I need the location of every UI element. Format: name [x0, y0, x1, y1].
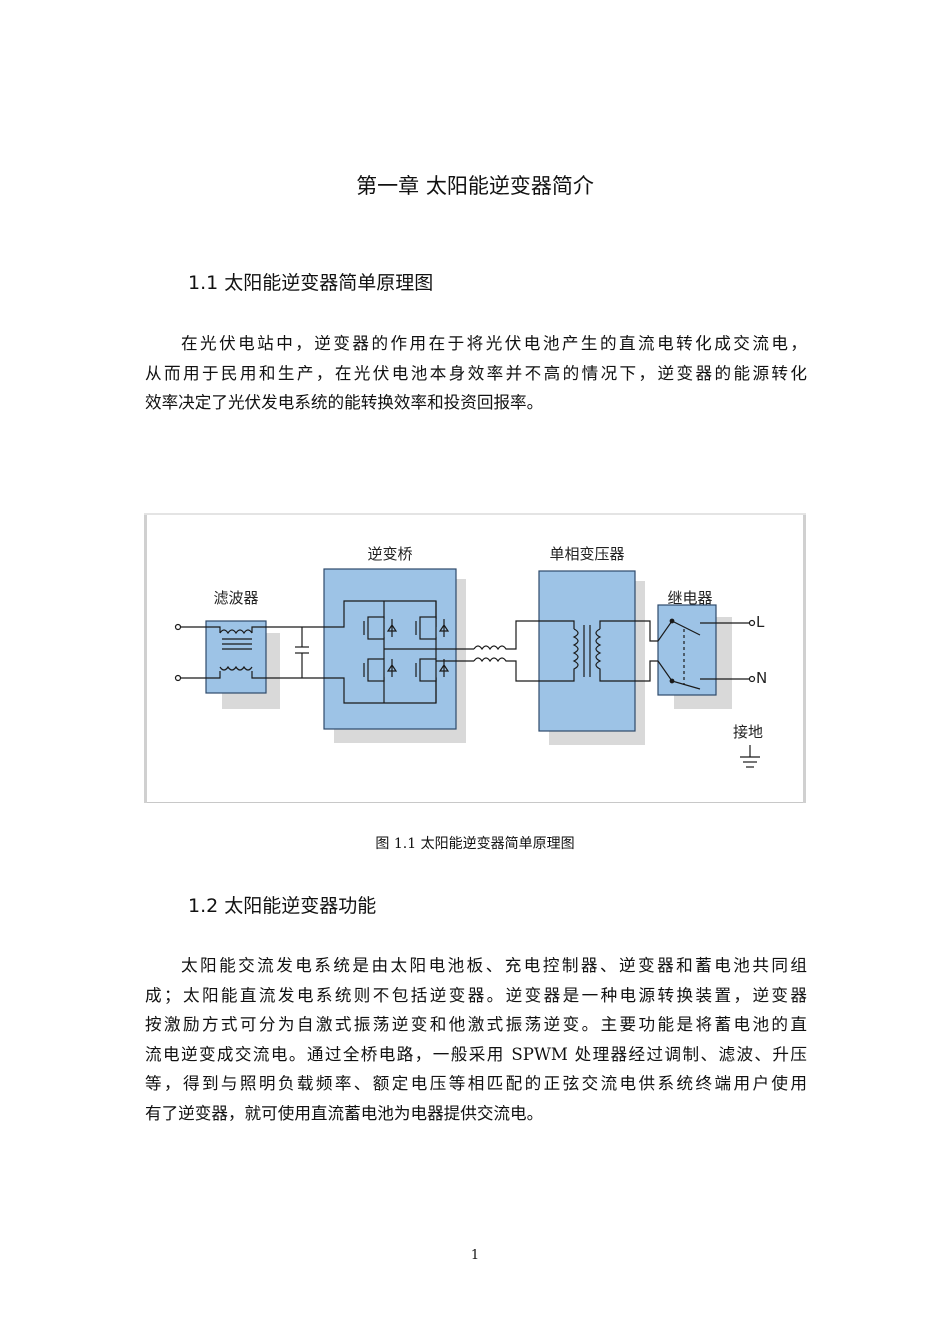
figure-caption: 图 1.1 太阳能逆变器简单原理图 — [375, 836, 575, 852]
section-title-1-2: 1.2 太阳能逆变器功能 — [188, 895, 377, 917]
output-l-label: L — [756, 613, 765, 631]
output-n-label: N — [756, 669, 767, 687]
paragraph-line: 效率决定了光伏发电系统的能转换效率和投资回报率。 — [145, 393, 544, 412]
paragraph-line: 在光伏电站中，逆变器的作用在于将光伏电池产生的直流电转化成交流电， — [181, 334, 807, 353]
transformer-label: 单相变压器 — [549, 545, 624, 563]
filter-block — [205, 620, 267, 694]
chapter-title: 第一章 太阳能逆变器简介 — [356, 174, 594, 198]
paragraph-line: 成；太阳能直流发电系统则不包括逆变器。逆变器是一种电源转换装置，逆变器 — [145, 985, 807, 1005]
relay-label: 继电器 — [667, 589, 712, 607]
output-terminal-n — [748, 675, 756, 683]
bridge-label: 逆变桥 — [367, 545, 412, 563]
inverter-schematic-figure: 滤波器 逆变桥 单相变压器 继电器 接地 L N — [144, 513, 806, 803]
input-terminal-top — [174, 623, 182, 631]
transformer-block — [538, 570, 636, 732]
ground-label: 接地 — [733, 723, 763, 741]
page-number: 1 — [470, 1248, 480, 1263]
paragraph-line: 从而用于民用和生产，在光伏电池本身效率并不高的情况下，逆变器的能源转化 — [145, 363, 807, 383]
paragraph-line: 有了逆变器，就可使用直流蓄电池为电器提供交流电。 — [145, 1103, 544, 1123]
paragraph-line: 流电逆变成交流电。通过全桥电路，一般采用 SPWM 处理器经过调制、滤波、升压 — [145, 1044, 807, 1064]
paragraph-line: 太阳能交流发电系统是由太阳电池板、充电控制器、逆变器和蓄电池共同组 — [181, 956, 807, 975]
output-terminal-l — [748, 619, 756, 627]
schematic-wires — [174, 600, 760, 768]
paragraph-line: 按激励方式可分为自激式振荡逆变和他激式振荡逆变。主要功能是将蓄电池的直 — [145, 1015, 807, 1034]
paragraph-intro: 在光伏电站中，逆变器的作用在于将光伏电池产生的直流电转化成交流电， 从而用于民用… — [145, 329, 807, 418]
inverter-schematic: 滤波器 逆变桥 单相变压器 继电器 接地 L N — [144, 513, 806, 803]
filter-label: 滤波器 — [213, 589, 258, 607]
section-title-1-1: 1.1 太阳能逆变器简单原理图 — [188, 272, 434, 294]
paragraph-function: 太阳能交流发电系统是由太阳电池板、充电控制器、逆变器和蓄电池共同组 成；太阳能直… — [145, 951, 807, 1128]
input-terminal-bottom — [174, 674, 182, 682]
paragraph-line: 等，得到与照明负载频率、额定电压等相匹配的正弦交流电供系统终端用户使用 — [145, 1074, 807, 1093]
relay-block — [657, 604, 717, 696]
